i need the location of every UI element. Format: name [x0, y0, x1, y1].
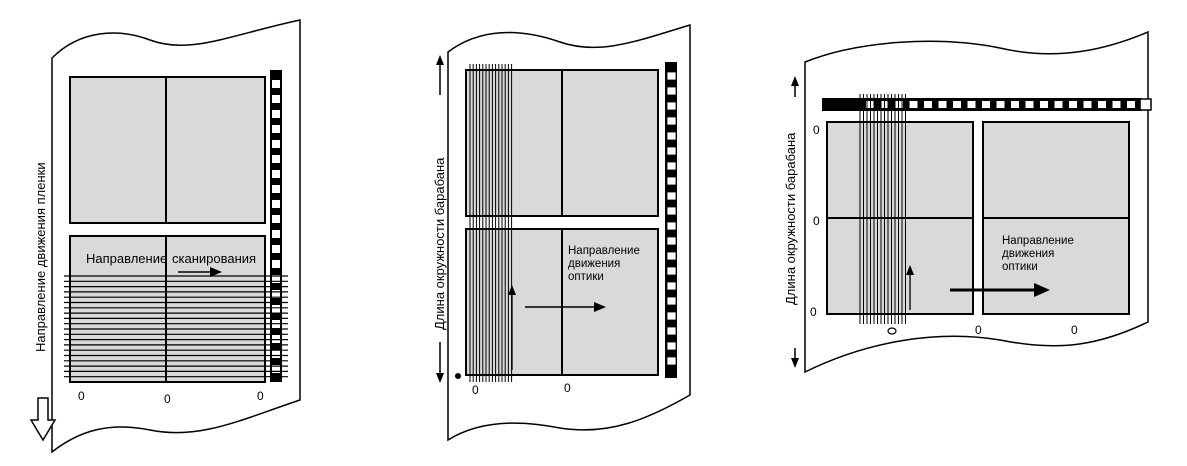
frame-lower — [69, 235, 266, 383]
zero-mark-oval — [887, 327, 897, 335]
zero-mark: 0 — [813, 214, 820, 228]
sprocket-hole — [666, 356, 677, 366]
sprocket-hole — [666, 236, 677, 246]
drum-length-arrowhead — [791, 76, 799, 86]
sprocket-hole — [982, 101, 990, 108]
sprocket-hole — [272, 365, 280, 373]
start-dot — [455, 373, 461, 379]
sprocket-hole — [967, 101, 976, 108]
scan-vertical-arrowhead — [508, 285, 516, 295]
zero-mark: 0 — [1071, 323, 1078, 337]
optics-label: оптики — [568, 271, 604, 283]
panel-film-direction: Направление сканирования Направление дви… — [29, 19, 301, 454]
optics-arrowhead — [1034, 283, 1050, 297]
sprocket-hole — [1040, 101, 1048, 108]
optics-arrowhead — [594, 302, 606, 312]
sprocket-hole — [666, 311, 677, 321]
sprocket-hole — [272, 215, 280, 223]
panel-drum-length-rotated: Длина окружности барабана Направление дв… — [783, 30, 1152, 374]
sprocket-hole — [272, 185, 280, 193]
sprocket-hole — [666, 146, 677, 156]
sprocket-hole — [924, 101, 932, 108]
sprocket-hole — [1083, 101, 1092, 108]
sprocket-hole — [272, 350, 280, 358]
zero-mark: 0 — [810, 305, 817, 319]
sprocket-hole — [272, 200, 280, 208]
sprocket-hole — [272, 230, 280, 238]
drum-length-arrowhead — [436, 373, 444, 383]
sprocket-hole — [666, 86, 677, 96]
sprocket-holes — [666, 71, 677, 366]
sprocket-hole — [666, 131, 677, 141]
scan-label: сканирования — [172, 251, 256, 266]
sprocket-hole — [666, 206, 677, 216]
sprocket-hole — [272, 125, 280, 133]
sprocket-hole — [1127, 101, 1135, 108]
sprocket-hole — [666, 116, 677, 126]
film-direction-label: Направление движения пленки — [33, 162, 48, 352]
zero-mark: 0 — [975, 323, 982, 337]
sprocket-hole — [953, 101, 961, 108]
zero-mark: 0 — [472, 383, 479, 397]
sprocket-hole — [272, 305, 280, 313]
sprocket-hole — [272, 275, 280, 283]
sprocket-hole — [272, 290, 280, 298]
panel-drum-length: Длина окружности барабана Направление дв… — [432, 23, 691, 442]
sprocket-hole — [909, 101, 918, 108]
optics-label: оптики — [1002, 261, 1038, 273]
sprocket-hole — [1025, 101, 1034, 108]
sprocket-hole — [666, 296, 677, 306]
scan-lines — [64, 275, 288, 378]
scan-lines — [469, 64, 513, 382]
scan-label: Направление — [86, 251, 167, 266]
sprocket-hole — [666, 326, 677, 336]
sprocket-hole — [938, 101, 947, 108]
sprocket-hole — [1069, 101, 1077, 108]
scan-arrowhead — [210, 267, 222, 277]
sprocket-hole — [272, 170, 280, 178]
sprocket-hole — [1112, 101, 1121, 108]
optics-label: Направление — [568, 245, 640, 257]
film-direction-arrow-icon — [29, 397, 57, 442]
zero-mark: 0 — [164, 392, 171, 406]
sprocket-hole — [272, 155, 280, 163]
sprocket-hole — [666, 251, 677, 261]
zero-mark: 0 — [257, 389, 264, 403]
zero-mark: 0 — [813, 123, 820, 137]
drum-length-label: Длина окружности барабана — [432, 157, 447, 330]
sprocket-hole — [666, 266, 677, 276]
sprocket-hole — [272, 95, 280, 103]
sprocket-hole — [666, 221, 677, 231]
sprocket-hole — [996, 101, 1005, 108]
optics-label: движения — [1002, 248, 1054, 260]
sprocket-hole — [272, 110, 280, 118]
drum-length-arrowhead — [436, 55, 444, 65]
sprocket-hole — [666, 341, 677, 351]
scan-vertical-arrowhead — [906, 265, 914, 275]
sprocket-hole — [272, 260, 280, 268]
drum-length-arrowhead — [791, 358, 799, 368]
sprocket-hole — [272, 140, 280, 148]
sprocket-hole — [666, 101, 677, 111]
frame-upper — [69, 76, 266, 224]
sprocket-hole — [666, 161, 677, 171]
optics-label: движения — [568, 258, 620, 270]
sprocket-hole — [272, 80, 280, 88]
sprocket-hole — [272, 245, 280, 253]
sprocket-hole — [666, 191, 677, 201]
zero-mark: 0 — [564, 381, 571, 395]
sprocket-hole — [1011, 101, 1019, 108]
sprocket-hole — [666, 71, 677, 81]
scan-lines — [859, 94, 906, 324]
sprocket-hole — [666, 281, 677, 291]
optics-label: Направление — [1002, 235, 1074, 247]
sprocket-hole — [666, 176, 677, 186]
zero-mark: 0 — [78, 389, 85, 403]
sprocket-hole — [1098, 101, 1106, 108]
sprocket-hole — [1054, 101, 1063, 108]
sprocket-strip-end — [1139, 98, 1152, 111]
drum-length-label: Длина окружности барабана — [783, 132, 798, 305]
